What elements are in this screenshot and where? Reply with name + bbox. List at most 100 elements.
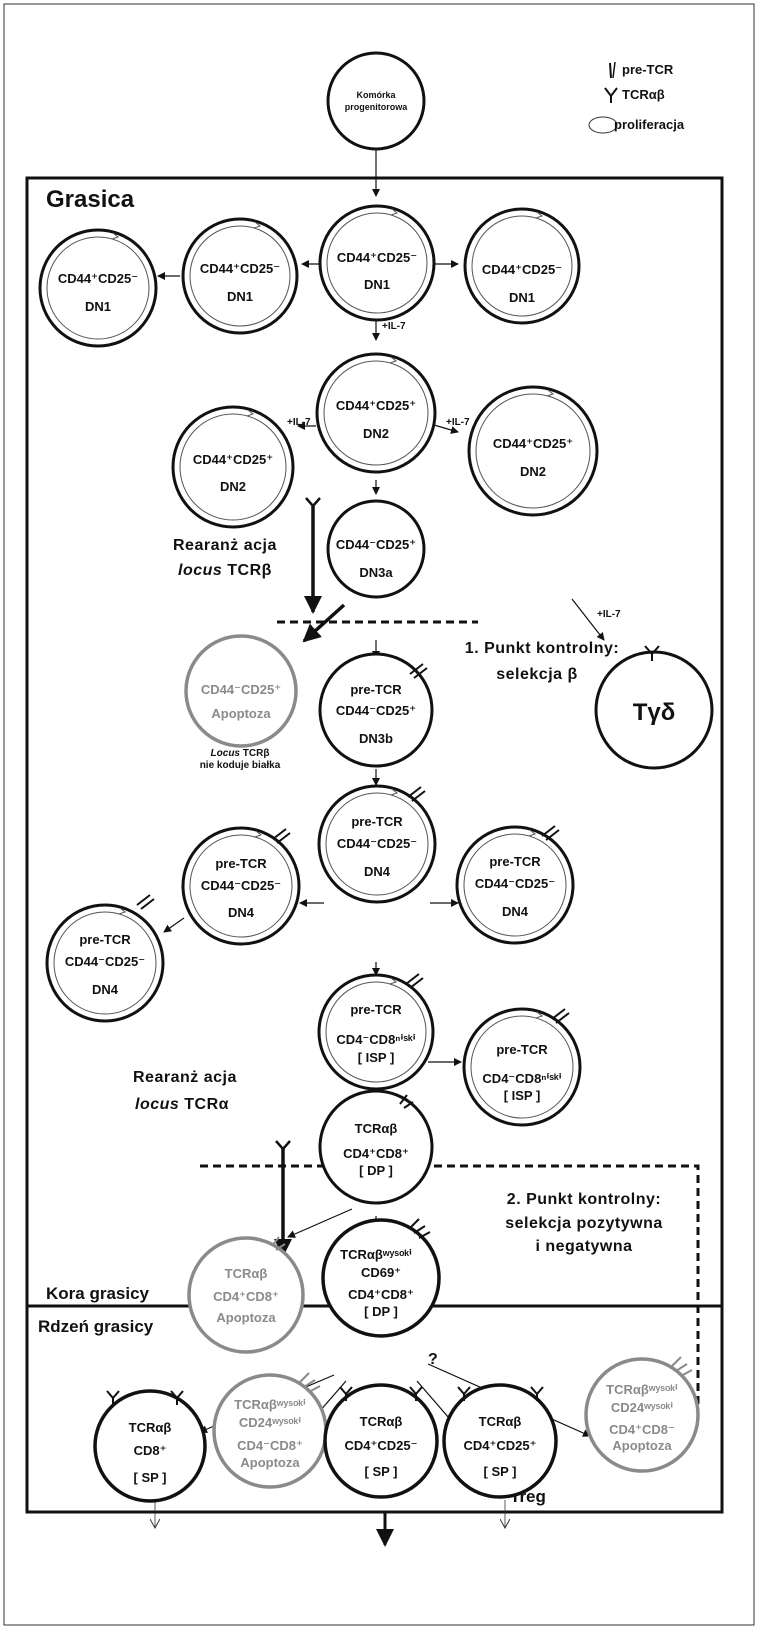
cell-dn3b: pre-TCR CD44⁻CD25⁺ DN3b: [318, 652, 434, 768]
svg-text:[ SP ]: [ SP ]: [134, 1470, 167, 1485]
svg-text:DN4: DN4: [228, 905, 255, 920]
cell-dp: TCRαβ CD4⁺CD8⁺ [ DP ]: [318, 1089, 434, 1205]
tcr-receptor-icon: [299, 1372, 321, 1393]
thymus-box: [25, 176, 724, 1514]
tcr-receptor-icon: [339, 1386, 423, 1401]
proliferation-ring: [53, 911, 157, 1015]
tcr-receptor-icon: [409, 1218, 431, 1239]
svg-text:CD44⁻CD25⁻: CD44⁻CD25⁻: [201, 878, 281, 893]
pre-tcr-receptor-icon: [407, 786, 426, 802]
pre-tcr-receptor-icon: [272, 828, 291, 844]
cell-dp-selected: TCRαβʷʸˢᵒᵏⁱ CD69⁺ CD4⁺CD8⁺ [ DP ]: [321, 1218, 441, 1338]
legend-pre-tcr: pre-TCR: [622, 62, 674, 77]
tcr-receptor-icon: [106, 1390, 184, 1405]
checkpoint1-title: 1. Punkt kontrolny:: [465, 640, 619, 657]
cell-dp-apoptotic: TCRαβ CD4⁺CD8⁺ Apoptoza: [187, 1236, 305, 1354]
legend: pre-TCR TCRαβ proliferacja: [588, 61, 685, 134]
cell-dn2-left: CD44⁺CD25⁺ DN2: [171, 405, 295, 529]
tcr-receptor-icon: [457, 1386, 544, 1401]
svg-text:[ ISP ]: [ ISP ]: [358, 1050, 395, 1065]
svg-text:CD44⁻CD25⁻: CD44⁻CD25⁻: [337, 836, 417, 851]
cell-dn4-far-left: pre-TCR CD44⁻CD25⁻ DN4: [45, 894, 165, 1023]
proliferation-ring: [470, 1015, 574, 1119]
cell-dn3-apoptotic: CD44⁻CD25⁺ Apoptoza: [184, 634, 298, 748]
svg-text:CD4⁺CD8⁺: CD4⁺CD8⁺: [213, 1289, 279, 1304]
svg-text:CD44⁻CD25⁻: CD44⁻CD25⁻: [475, 876, 555, 891]
svg-text:[ SP ]: [ SP ]: [484, 1464, 517, 1479]
cell-dn4-center: pre-TCR CD44⁻CD25⁻ DN4: [317, 784, 437, 904]
svg-text:Apoptoza: Apoptoza: [240, 1455, 300, 1470]
outer-frame: [3, 3, 755, 1626]
svg-text:Apoptoza: Apoptoza: [211, 706, 271, 721]
checkpoint1-subtitle: selekcja β: [496, 666, 578, 683]
checkpoint2-line2: selekcja pozytywna: [505, 1215, 663, 1232]
svg-text:Apoptoza: Apoptoza: [216, 1310, 276, 1325]
proliferation-ring: [325, 981, 427, 1083]
proliferation-ring: [475, 393, 591, 509]
checkpoint2-line3: i negatywna: [535, 1238, 632, 1255]
checkpoint2-title: 2. Punkt kontrolny:: [507, 1191, 661, 1208]
proliferation-legend-icon: [588, 116, 618, 134]
svg-text:TCRαβʷʸˢᵒᵏⁱ: TCRαβʷʸˢᵒᵏⁱ: [606, 1382, 678, 1397]
svg-text:CD44⁺CD25⁻: CD44⁺CD25⁻: [200, 261, 280, 276]
svg-text:CD44⁻CD25⁺: CD44⁻CD25⁺: [336, 703, 416, 718]
svg-text:pre-TCR: pre-TCR: [350, 682, 402, 697]
cell-dn2-center: CD44⁺CD25⁺ DN2: [315, 352, 437, 474]
svg-text:DN2: DN2: [520, 464, 546, 479]
svg-text:TCRαβ: TCRαβ: [225, 1266, 268, 1281]
progenitor-label-2: progenitorowa: [345, 102, 408, 112]
svg-text:CD44⁺CD25⁺: CD44⁺CD25⁺: [493, 436, 573, 451]
svg-text:CD44⁺CD25⁻: CD44⁺CD25⁻: [482, 262, 562, 277]
svg-text:DN2: DN2: [363, 426, 389, 441]
cell-cd4-sp: TCRαβ CD4⁺CD25⁻ [ SP ]: [323, 1383, 439, 1499]
svg-text:CD4⁻CD8⁺: CD4⁻CD8⁺: [237, 1438, 303, 1453]
cell-dn4-right: pre-TCR CD44⁻CD25⁻ DN4: [455, 825, 575, 945]
svg-text:CD44⁻CD25⁺: CD44⁻CD25⁺: [201, 682, 281, 697]
svg-text:[ SP ]: [ SP ]: [365, 1464, 398, 1479]
no-protein-note-2: nie koduje białka: [200, 760, 281, 771]
svg-text:CD69⁺: CD69⁺: [361, 1265, 401, 1280]
svg-text:CD24ʷʸˢᵒᵏⁱ: CD24ʷʸˢᵒᵏⁱ: [611, 1400, 673, 1415]
il7-label-4: +IL-7: [597, 609, 621, 620]
svg-text:DN4: DN4: [502, 904, 529, 919]
svg-text:DN3a: DN3a: [359, 565, 393, 580]
svg-text:DN4: DN4: [92, 982, 119, 997]
tcr-beta-receptor-icon: [305, 497, 321, 508]
cell-cd4p-cd8m-apoptotic: TCRαβʷʸˢᵒᵏⁱ CD24ʷʸˢᵒᵏⁱ CD4⁺CD8⁻ Apoptoza: [584, 1356, 700, 1473]
svg-text:CD4⁻CD8ⁿⁱˢᵏⁱ: CD4⁻CD8ⁿⁱˢᵏⁱ: [336, 1032, 415, 1047]
svg-text:CD24ʷʸˢᵒᵏⁱ: CD24ʷʸˢᵒᵏⁱ: [239, 1415, 301, 1430]
cell-isp-center: pre-TCR CD4⁻CD8ⁿⁱˢᵏⁱ [ ISP ]: [317, 973, 435, 1091]
svg-text:pre-TCR: pre-TCR: [351, 814, 403, 829]
tcr-receptor-icon: [136, 894, 155, 910]
no-protein-note-1: Locus TCRβ: [211, 748, 270, 759]
svg-text:CD4⁺CD25⁻: CD4⁺CD25⁻: [345, 1438, 418, 1453]
region-medulla: Rdzeń grasicy: [38, 1317, 154, 1336]
svg-text:Tγδ: Tγδ: [633, 699, 676, 726]
svg-text:CD44⁺CD25⁻: CD44⁺CD25⁻: [58, 271, 138, 286]
region-cortex: Kora grasicy: [46, 1284, 150, 1303]
svg-text:CD44⁻CD25⁺: CD44⁻CD25⁺: [336, 537, 416, 552]
proliferation-ring: [326, 212, 428, 314]
cell-treg-sp: TCRαβ CD4⁺CD25⁺ [ SP ]: [442, 1383, 558, 1499]
rearrangement-beta-1: Rearanż acja: [173, 537, 277, 554]
svg-text:CD44⁺CD25⁺: CD44⁺CD25⁺: [193, 452, 273, 467]
cell-dn3a: CD44⁻CD25⁺ DN3a: [326, 499, 426, 599]
svg-text:DN4: DN4: [364, 864, 391, 879]
svg-text:TCRαβ: TCRαβ: [129, 1420, 172, 1435]
proliferation-ring: [189, 834, 293, 938]
rearrangement-alpha-2: locus TCRα: [135, 1096, 229, 1113]
pre-tcr-legend-icon: [609, 61, 616, 79]
tcr-receptor-icon: [644, 645, 660, 661]
pre-tcr-receptor-icon: [551, 1008, 570, 1024]
svg-text:Apoptoza: Apoptoza: [612, 1438, 672, 1453]
cell-dn1-right: CD44⁺CD25⁻ DN1: [463, 207, 581, 325]
svg-text:pre-TCR: pre-TCR: [350, 1002, 402, 1017]
svg-text:CD4⁺CD8⁺: CD4⁺CD8⁺: [348, 1287, 414, 1302]
cell-dn4-left: pre-TCR CD44⁻CD25⁻ DN4: [181, 826, 301, 946]
question-mark: ?: [428, 1351, 438, 1368]
tcr-ab-legend-icon: [604, 87, 618, 103]
checkpoint2-line: [200, 1164, 700, 1415]
cell-t-gamma-delta: Tγδ: [594, 645, 714, 770]
cell-dn1-far-left: CD44⁺CD25⁻ DN1: [38, 228, 158, 348]
